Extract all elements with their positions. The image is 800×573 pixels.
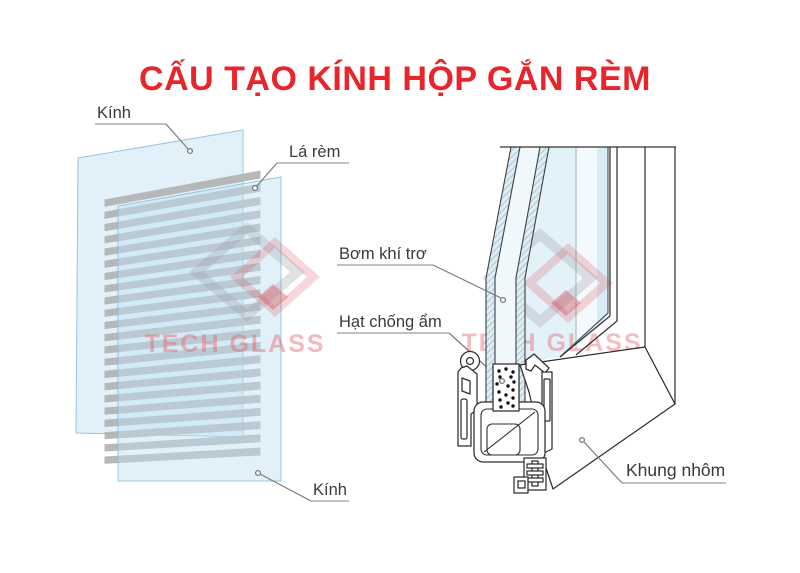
desiccant-dot — [511, 388, 515, 392]
left-diagram — [75, 129, 282, 482]
blind-slat — [104, 394, 261, 415]
desiccant-dots — [495, 367, 516, 409]
glass-edge-strip — [576, 147, 597, 349]
label-gas: Bơm khí trơ — [339, 245, 427, 263]
aluminum-frame-face — [519, 346, 676, 490]
desiccant-dot — [506, 384, 510, 388]
blind-slat — [104, 381, 261, 403]
leader-endpoint-slat — [251, 184, 259, 192]
glass-edge-strip-2 — [597, 147, 608, 330]
desiccant-box — [492, 363, 520, 412]
desiccant-dot — [498, 375, 502, 379]
desiccant-dot — [504, 393, 508, 397]
desiccant-dot — [498, 398, 502, 402]
blind-slat — [104, 342, 261, 366]
leader-endpoint-glass-top — [186, 147, 194, 155]
desiccant-dot — [511, 396, 515, 400]
desiccant-dot — [511, 370, 515, 374]
blind-slats — [104, 170, 261, 464]
leader-endpoint-frame — [578, 436, 586, 444]
blind-slat — [104, 368, 261, 391]
sill-diagonal-1 — [559, 315, 611, 358]
desiccant-dot — [497, 390, 501, 394]
desiccant-dot — [504, 367, 508, 371]
blind-slat — [104, 196, 261, 232]
blind-slat — [104, 315, 261, 342]
right-diagram: TECH GLASS — [448, 146, 676, 494]
label-desiccant: Hạt chống ẩm — [339, 313, 442, 331]
blind-slat — [104, 421, 261, 440]
leader-line-gas — [432, 264, 502, 299]
watermark-red-diamond — [551, 290, 581, 316]
label-frame: Khung nhôm — [626, 460, 725, 480]
blind-slat — [104, 302, 261, 330]
watermark-red-ring — [230, 237, 320, 317]
blind-slat — [104, 170, 261, 207]
leader-line-frame — [583, 441, 623, 484]
page-title: CẤU TẠO KÍNH HỘP GẮN RÈM — [139, 59, 651, 98]
watermark-logo-left — [189, 222, 320, 322]
gas-cavity — [495, 147, 540, 366]
blind-slat — [104, 236, 261, 268]
label-slat: Lá rèm — [289, 143, 340, 161]
sill-diagonal-2 — [575, 320, 618, 356]
leader-endpoint-desiccant — [498, 377, 506, 385]
profile-right-hook — [525, 353, 550, 374]
blind-slat — [104, 210, 261, 244]
profile-foot-hole — [517, 480, 526, 489]
blind-slat — [104, 447, 261, 464]
profile-chamber-channel — [486, 423, 521, 456]
desiccant-dot — [512, 380, 516, 384]
blind-slat — [104, 289, 261, 317]
profile-left-hook-curl — [465, 356, 475, 366]
leader-endpoint-glass-bottom — [254, 469, 262, 477]
desiccant-dot — [499, 405, 503, 409]
leader-endpoint-gas — [499, 296, 507, 304]
blind-slat — [104, 249, 261, 281]
glass-pane-front — [117, 176, 282, 482]
label-glass-bottom: Kính — [313, 481, 347, 499]
blind-slat — [104, 434, 261, 452]
desiccant-dot — [509, 375, 513, 379]
watermark-red-diamond — [258, 284, 288, 310]
leader-line-glass-top — [165, 123, 190, 151]
annotations: Kính Lá rèm Kính Bơm khí trơ Hạt chống ẩ… — [95, 104, 726, 502]
blind-slat — [104, 276, 261, 305]
aluminum-profile — [457, 350, 553, 494]
desiccant-dot — [506, 401, 510, 405]
profile-groove-bar-1 — [526, 463, 544, 469]
leader-line-glass-bottom — [259, 473, 312, 502]
watermark-red-ring — [523, 243, 613, 323]
label-glass-top: Kính — [97, 104, 131, 122]
blind-slat — [104, 355, 261, 379]
blind-slat — [104, 407, 261, 427]
blind-slat — [104, 328, 261, 354]
profile-wall-slot-1 — [461, 377, 471, 395]
desiccant-dot — [495, 382, 499, 386]
desiccant-dot — [511, 404, 515, 408]
blind-slat — [104, 262, 261, 293]
watermark-gray-ring — [189, 222, 305, 322]
watermark-text-left: TECH GLASS — [144, 330, 325, 358]
blind-slat — [104, 183, 261, 219]
desiccant-dot — [497, 369, 501, 373]
leader-line-slat — [255, 162, 278, 188]
profile-groove-bar-3 — [526, 477, 544, 483]
profile-wall-slot-2 — [460, 398, 468, 440]
profile-chamber-diagonal — [483, 411, 536, 453]
profile-groove-bar-2 — [526, 470, 544, 476]
blind-slat — [104, 223, 261, 256]
